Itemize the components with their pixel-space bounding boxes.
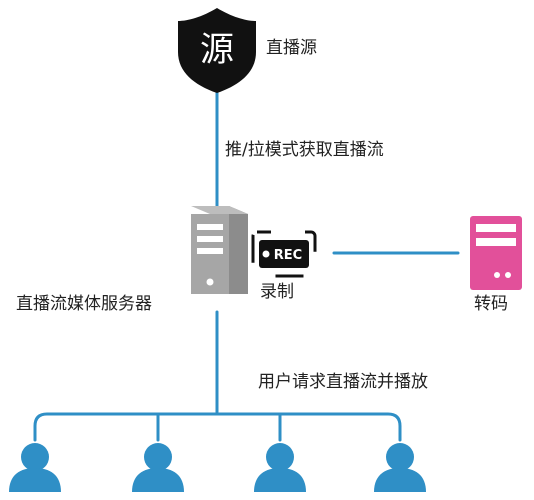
server-slot bbox=[197, 224, 223, 230]
server-slot bbox=[197, 248, 223, 254]
user-icon bbox=[132, 443, 184, 492]
pull-push-label: 推/拉模式获取直播流 bbox=[225, 140, 384, 160]
server-side-face bbox=[229, 206, 248, 294]
transcoder-dot bbox=[494, 272, 500, 278]
rec-badge bbox=[259, 240, 309, 268]
server-power-dot bbox=[206, 278, 214, 286]
recorder-label: 录制 bbox=[260, 282, 294, 302]
transcoder-server-icon bbox=[470, 216, 522, 290]
connector-user-bus bbox=[33, 412, 402, 442]
transcoder-dot bbox=[505, 272, 511, 278]
server-label: 直播流媒体服务器 bbox=[16, 294, 152, 314]
transcoder-label: 转码 bbox=[474, 294, 508, 314]
user-icon bbox=[374, 443, 426, 492]
server-top-face bbox=[191, 206, 248, 214]
connector-lines bbox=[33, 86, 460, 442]
server-slot bbox=[197, 236, 223, 242]
transcoder-slot bbox=[476, 238, 516, 246]
transcoder-slot bbox=[476, 224, 516, 232]
rec-icon: REC bbox=[251, 230, 317, 278]
user-icon bbox=[9, 443, 61, 492]
rec-badge-text: REC bbox=[274, 248, 302, 263]
server-icon bbox=[191, 206, 248, 294]
source-shield-icon: 源 bbox=[178, 8, 256, 93]
rec-dot-icon bbox=[262, 250, 270, 258]
source-shield-glyph: 源 bbox=[200, 30, 234, 70]
source-label: 直播源 bbox=[266, 38, 317, 58]
user-request-label: 用户请求直播流并播放 bbox=[258, 372, 428, 392]
user-icon bbox=[254, 443, 306, 492]
